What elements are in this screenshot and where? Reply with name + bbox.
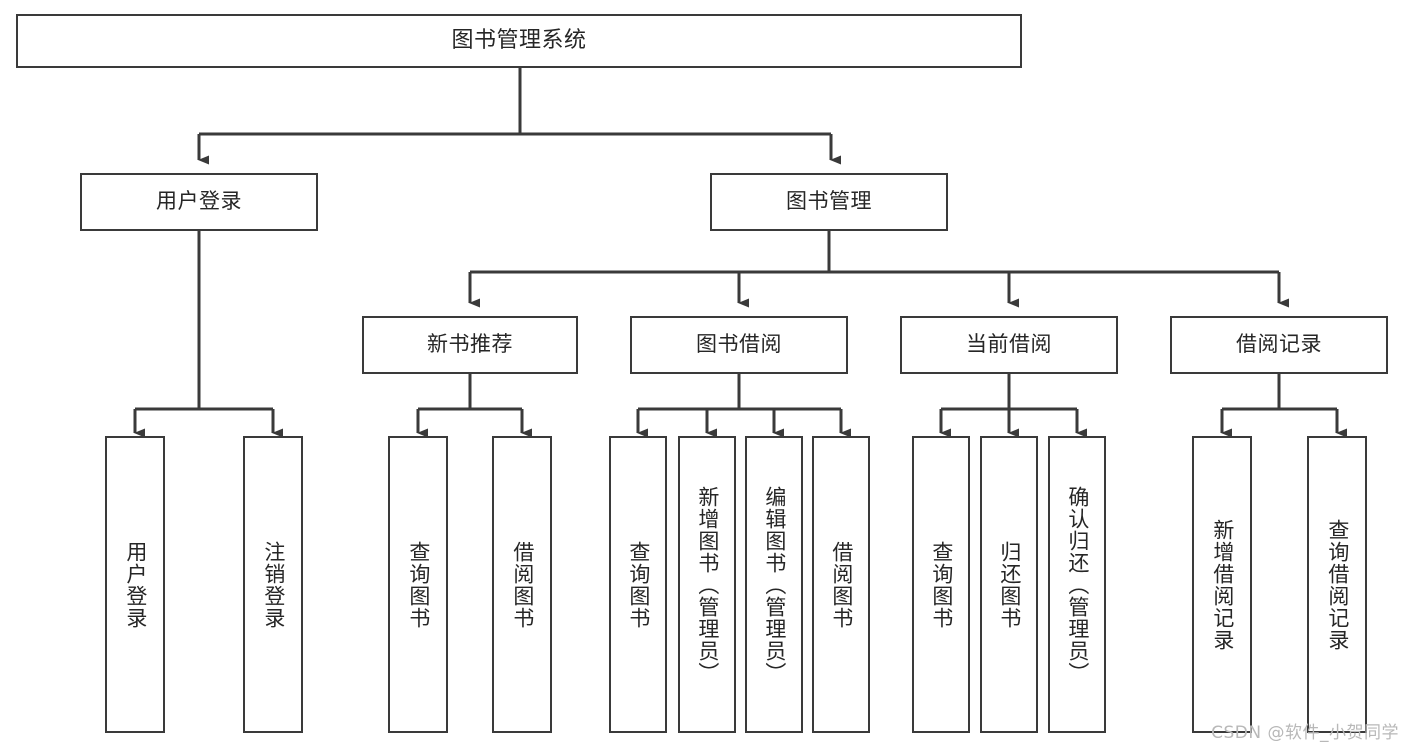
leaf-borrow-book-new-recommend[interactable]: 借阅图书: [492, 436, 552, 733]
node-book-borrow[interactable]: 图书借阅: [630, 316, 848, 374]
node-book-manage[interactable]: 图书管理: [710, 173, 948, 231]
leaf-query-book-new-recommend[interactable]: 查询图书: [388, 436, 448, 733]
node-root-system[interactable]: 图书管理系统: [16, 14, 1022, 68]
leaf-borrow-book-borrow[interactable]: 借阅图书: [812, 436, 870, 733]
leaf-add-borrow-record[interactable]: 新增借阅记录: [1192, 436, 1252, 733]
leaf-return-book[interactable]: 归还图书: [980, 436, 1038, 733]
node-borrow-record[interactable]: 借阅记录: [1170, 316, 1388, 374]
leaf-query-book-borrow[interactable]: 查询图书: [609, 436, 667, 733]
leaf-add-book-admin[interactable]: 新增图书（管理员）: [678, 436, 736, 733]
leaf-query-borrow-record[interactable]: 查询借阅记录: [1307, 436, 1367, 733]
node-current-borrow[interactable]: 当前借阅: [900, 316, 1118, 374]
leaf-user-logout[interactable]: 注销登录: [243, 436, 303, 733]
leaf-edit-book-admin[interactable]: 编辑图书（管理员）: [745, 436, 803, 733]
leaf-confirm-return-admin[interactable]: 确认归还（管理员）: [1048, 436, 1106, 733]
csdn-watermark: CSDN @软件_小贺同学: [1211, 723, 1399, 743]
leaf-user-login[interactable]: 用户登录: [105, 436, 165, 733]
leaf-query-book-current[interactable]: 查询图书: [912, 436, 970, 733]
node-user-login[interactable]: 用户登录: [80, 173, 318, 231]
node-new-book-recommend[interactable]: 新书推荐: [362, 316, 578, 374]
